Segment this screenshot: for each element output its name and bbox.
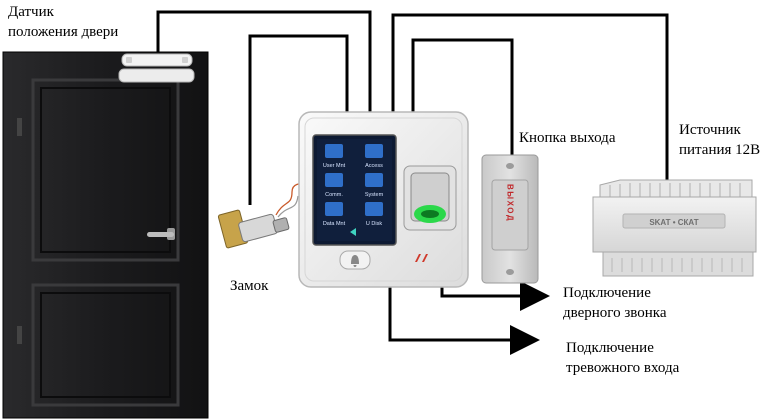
label-exit-button: Кнопка выхода (519, 128, 615, 148)
screen-tile: U Disk (365, 202, 383, 227)
label-alarm: Подключение тревожного входа (566, 338, 679, 378)
label-doorbell: Подключение дверного звонка (563, 283, 667, 323)
label-line: тревожного входа (566, 360, 680, 376)
door-handle-icon (147, 228, 175, 240)
lock-icon (217, 183, 307, 249)
power-supply-brand: SKAT • СКАТ (649, 218, 698, 227)
screen-tile: Comm. (325, 173, 343, 198)
label-power-supply: Источник питания 12В (679, 120, 760, 160)
exit-button-device: ВЫХОД (481, 154, 539, 284)
label-door-sensor: Датчик положения двери (8, 2, 118, 42)
label-lock: Замок (230, 276, 268, 296)
screen-tile-label: Data Mnt (323, 221, 346, 227)
door-sensor-icon (118, 53, 195, 83)
wire-alarm (388, 285, 540, 355)
screen-tile: System (365, 173, 384, 198)
screen-tile-label: System (365, 192, 384, 198)
label-line: питания 12В (679, 142, 761, 158)
wire-power-supply (391, 13, 669, 180)
label-line: Подключение (566, 340, 654, 356)
wire-doorbell (440, 281, 550, 311)
screen-tile: Access (365, 144, 383, 169)
screen-tile-label: U Disk (366, 221, 382, 227)
screen-tile-label: Comm. (325, 192, 343, 198)
wire-lock (248, 34, 349, 205)
screen-tile-label: User Mnt (323, 163, 346, 169)
label-line: Источник (679, 122, 741, 138)
screen-tile: Data Mnt (323, 202, 346, 227)
back-arrow-icon (350, 228, 356, 236)
wires (156, 10, 669, 355)
screen-tile: User Mnt (323, 144, 346, 169)
label-line: Кнопка выхода (519, 130, 616, 146)
wire-door-sensor (156, 10, 372, 113)
exit-button-text: ВЫХОД (506, 184, 515, 222)
label-line: положения двери (8, 24, 119, 40)
label-line: дверного звонка (563, 305, 667, 321)
door (2, 51, 209, 419)
screen-tile-label: Access (365, 163, 383, 169)
label-line: Датчик (8, 4, 54, 20)
wire-exit-button (411, 38, 514, 155)
label-line: Замок (230, 278, 269, 294)
biometric-terminal: User Mnt Access Comm. System Data Mnt U … (298, 111, 469, 288)
label-line: Подключение (563, 285, 651, 301)
bell-icon (351, 255, 359, 267)
power-supply-device: SKAT • СКАТ (592, 179, 757, 277)
